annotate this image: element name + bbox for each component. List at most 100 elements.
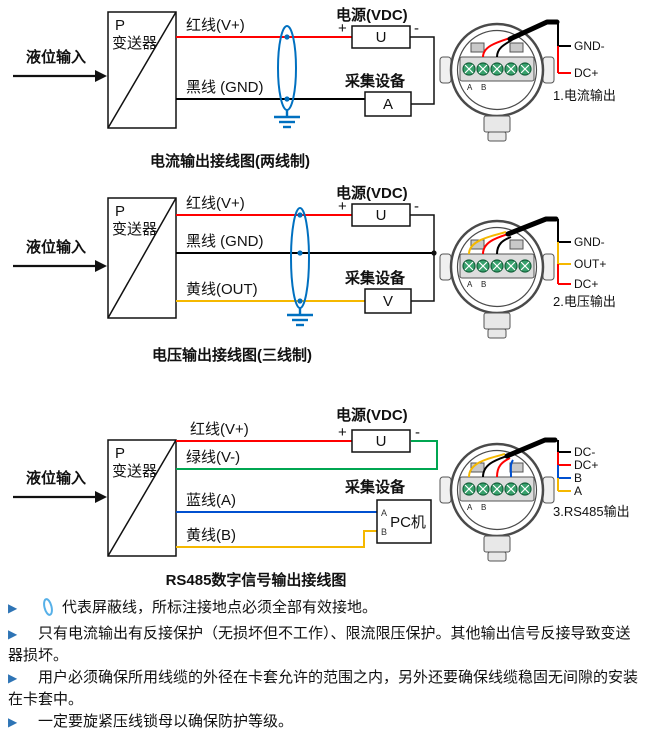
transmitter-name: 变送器: [112, 463, 157, 480]
diagram-caption: 电流输出接线图(两线制): [150, 152, 310, 170]
connector-black-wire: [482, 455, 508, 478]
plus-sign: +: [338, 424, 347, 441]
collector-title: 采集设备: [344, 269, 406, 287]
transmitter-name: 变送器: [112, 221, 157, 238]
shield-junction-dot: [297, 212, 303, 218]
output-type-label: 1.电流输出: [553, 88, 616, 103]
minus-sign: -: [414, 198, 419, 215]
connector-assembly: GND- DC+ 1.电流输出: [438, 19, 616, 143]
output-type-label: 3.RS485输出: [553, 504, 630, 519]
power-title: 电源(VDC): [336, 406, 408, 424]
input-label: 液位输入: [26, 48, 86, 66]
transmitter-symbol: P 变送器: [107, 11, 177, 129]
note-text: 代表屏蔽线，所标注接地点必须全部有效接地。: [62, 599, 378, 616]
note-lock-nut: ▶ 一定要旋紧压线锁母以确保防护等级。: [8, 711, 644, 733]
wire-label-red: 红线(V+): [190, 421, 249, 438]
minus-return-wire: [410, 36, 435, 105]
power-unit: U: [376, 207, 387, 224]
transmitter-name: 变送器: [112, 35, 157, 52]
port-a-label: A: [381, 508, 387, 518]
transmitter-diagonal: [107, 197, 177, 319]
connector-assembly: DC- DC+ B A 3.RS485输出: [438, 437, 630, 563]
connector-red-wire: [482, 233, 509, 255]
connector-red-wire: [496, 457, 511, 478]
note-shield: ▶代表屏蔽线，所标注接地点必须全部有效接地。: [8, 597, 644, 623]
input-label: 液位输入: [26, 469, 86, 487]
wire-label-black: 黑线 (GND): [186, 79, 264, 96]
bullet-icon: ▶: [8, 715, 18, 729]
diagram-rs485-output: 液位输入 P 变送器 红线(V+) 绿线(V-) 蓝线(A) 黄线(B) 电源(…: [13, 406, 630, 589]
transmitter-symbol: P 变送器: [107, 439, 177, 557]
minus-sign: -: [415, 424, 420, 441]
shield-junction-dot: [297, 250, 303, 256]
terminal-label-gnd: GND-: [574, 39, 605, 53]
collector-device: 采集设备 A B PC机: [344, 478, 432, 544]
pc-box: [376, 499, 432, 544]
terminal-label-gnd: GND-: [574, 235, 605, 249]
input-group: 液位输入: [13, 469, 107, 503]
input-label: 液位输入: [26, 238, 86, 256]
connector-cable: [504, 437, 558, 459]
collector-device: 采集设备 A: [344, 72, 412, 117]
minus-return-wire: [410, 214, 435, 302]
terminal-label-dcminus: DC-: [574, 445, 595, 459]
note-protection: ▶只有电流输出有反接保护（无损坏但不工作）、限流限压保护。其他输出信号反接导致变…: [8, 623, 644, 667]
transmitter-p: P: [115, 17, 125, 34]
terminal-label-dc: DC+: [574, 66, 598, 80]
power-supply: 电源(VDC) + U -: [336, 406, 420, 453]
note-text: 只有电流输出有反接保护（无损坏但不工作）、限流限压保护。其他输出信号反接导致变送…: [8, 625, 631, 664]
terminal-label-dc: DC+: [574, 277, 598, 291]
terminal-label-dcplus: DC+: [574, 458, 598, 472]
transmitter-diagonal: [107, 439, 177, 557]
shield-junction-dot: [297, 298, 303, 304]
power-title: 电源(VDC): [336, 184, 408, 202]
collector-device: 采集设备 V: [344, 269, 412, 314]
note-text: 一定要旋紧压线锁母以确保防护等级。: [38, 713, 294, 730]
transmitter-p: P: [115, 445, 125, 462]
power-title: 电源(VDC): [336, 6, 408, 24]
ground-symbol: [274, 110, 300, 129]
transmitter-diagonal: [107, 11, 177, 129]
notes-section: ▶代表屏蔽线，所标注接地点必须全部有效接地。 ▶只有电流输出有反接保护（无损坏但…: [8, 597, 644, 733]
collector-title: 采集设备: [344, 478, 406, 496]
yellow-wire: [176, 530, 377, 548]
green-wire: [176, 440, 438, 470]
meter-unit: A: [383, 96, 393, 113]
connector-assembly: GND- OUT+ DC+ 2.电压输出: [438, 216, 616, 340]
power-box: [351, 429, 411, 453]
shield-junction-dot: [284, 96, 290, 102]
bullet-icon: ▶: [8, 671, 18, 685]
wire-label-yellow: 黄线(OUT): [186, 281, 258, 298]
junction-dot: [431, 250, 437, 256]
note-text: 用户必须确保所用线缆的外径在卡套允许的范围之内，另外还要确保线缆稳固无间隙的安装…: [8, 669, 639, 708]
power-unit: U: [376, 29, 387, 46]
input-arrow-head: [95, 491, 107, 503]
input-arrow-head: [95, 70, 107, 82]
bullet-icon: ▶: [8, 627, 18, 641]
power-unit: U: [376, 433, 387, 450]
connector-yellow-wire: [468, 231, 507, 255]
ground-symbol: [287, 308, 313, 327]
transmitter-symbol: P 变送器: [107, 197, 177, 319]
connector-red-wire: [482, 37, 511, 58]
transmitter-p: P: [115, 203, 125, 220]
terminal-label-b: B: [574, 471, 582, 485]
diagram-voltage-output: 液位输入 P 变送器 红线(V+) 黑线 (GND) 黄线(OUT) 电源(VD…: [13, 184, 616, 364]
meter-unit: V: [383, 293, 393, 310]
connector-blue-wire: [509, 459, 514, 478]
connector-housing-use: [438, 442, 556, 563]
meter-box: [364, 288, 412, 314]
port-b-label: B: [381, 527, 387, 537]
pc-label: PC机: [390, 514, 426, 531]
diagram-current-output: A B 液位输入 P 变送器 红线(V+) 黑线 (GND) 电源(VDC) +…: [13, 6, 616, 170]
input-group: 液位输入: [13, 48, 107, 82]
shield-junction-dot: [284, 34, 290, 40]
power-supply: 电源(VDC) + U -: [336, 6, 435, 105]
input-group: 液位输入: [13, 238, 107, 272]
wire-label-red: 红线(V+): [186, 195, 245, 212]
wire-label-blue: 蓝线(A): [186, 492, 236, 509]
wire-label-yellow: 黄线(B): [186, 527, 236, 544]
wire-label-red: 红线(V+): [186, 17, 245, 34]
terminal-label-a: A: [574, 484, 582, 498]
